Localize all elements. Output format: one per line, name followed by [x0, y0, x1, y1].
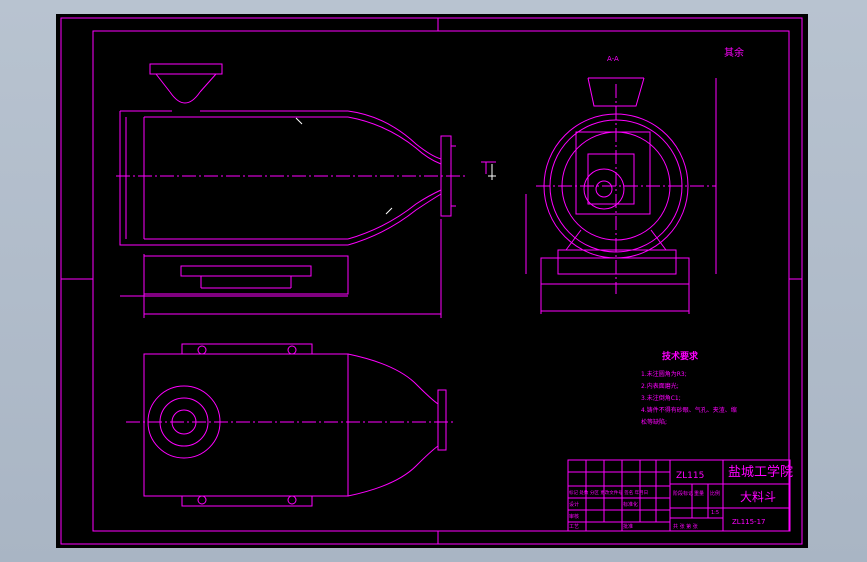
standardize-label: 标准化 [623, 501, 638, 508]
hopper-flange [149, 63, 223, 75]
sheet-label: 共 张 第 张 [673, 523, 698, 530]
mark-label: 阶段标记 [673, 490, 693, 497]
roughness-label: 其余 [724, 46, 744, 59]
process-label: 工艺 [569, 524, 579, 530]
note-1: 1.未注圆角为R3; [641, 370, 687, 378]
approve-label: 批准 [623, 523, 633, 530]
design-label: 设计 [569, 501, 579, 508]
inner-border [92, 30, 790, 532]
part-name: 大料斗 [740, 490, 776, 504]
notes-heading: 技术要求 [662, 350, 699, 362]
drawing-number: ZL115-17 [732, 518, 766, 526]
part-code: ZL115 [676, 471, 704, 481]
scale-value: 1:5 [711, 510, 719, 516]
check-label: 审核 [569, 513, 579, 520]
note-3: 3.未注倒角C1; [641, 394, 681, 402]
outer-border [60, 17, 803, 545]
drawing-sheet: 其余 A-A 技术要求 1.未注圆角为R3; 2.内表面磨光; 3.未注倒角C1… [56, 14, 808, 548]
top-view [126, 343, 456, 507]
school-name: 盐城工学院 [728, 464, 793, 480]
weight-label: 重量 [694, 490, 704, 497]
section-label: A-A [607, 55, 619, 63]
note-5: 松等缺陷; [641, 418, 667, 426]
front-view [116, 63, 496, 318]
note-4: 4.铸件不得有砂眼、气孔、夹渣、缩 [641, 406, 737, 414]
title-block [567, 459, 791, 532]
cad-drawing: 其余 A-A 技术要求 1.未注圆角为R3; 2.内表面磨光; 3.未注倒角C1… [60, 17, 803, 545]
change-row: 标记 处数 分区 更改文件号 签名 年月日 [569, 489, 648, 496]
note-2: 2.内表面磨光; [641, 382, 679, 390]
scale-label: 比例 [710, 490, 720, 497]
side-view [525, 77, 717, 314]
